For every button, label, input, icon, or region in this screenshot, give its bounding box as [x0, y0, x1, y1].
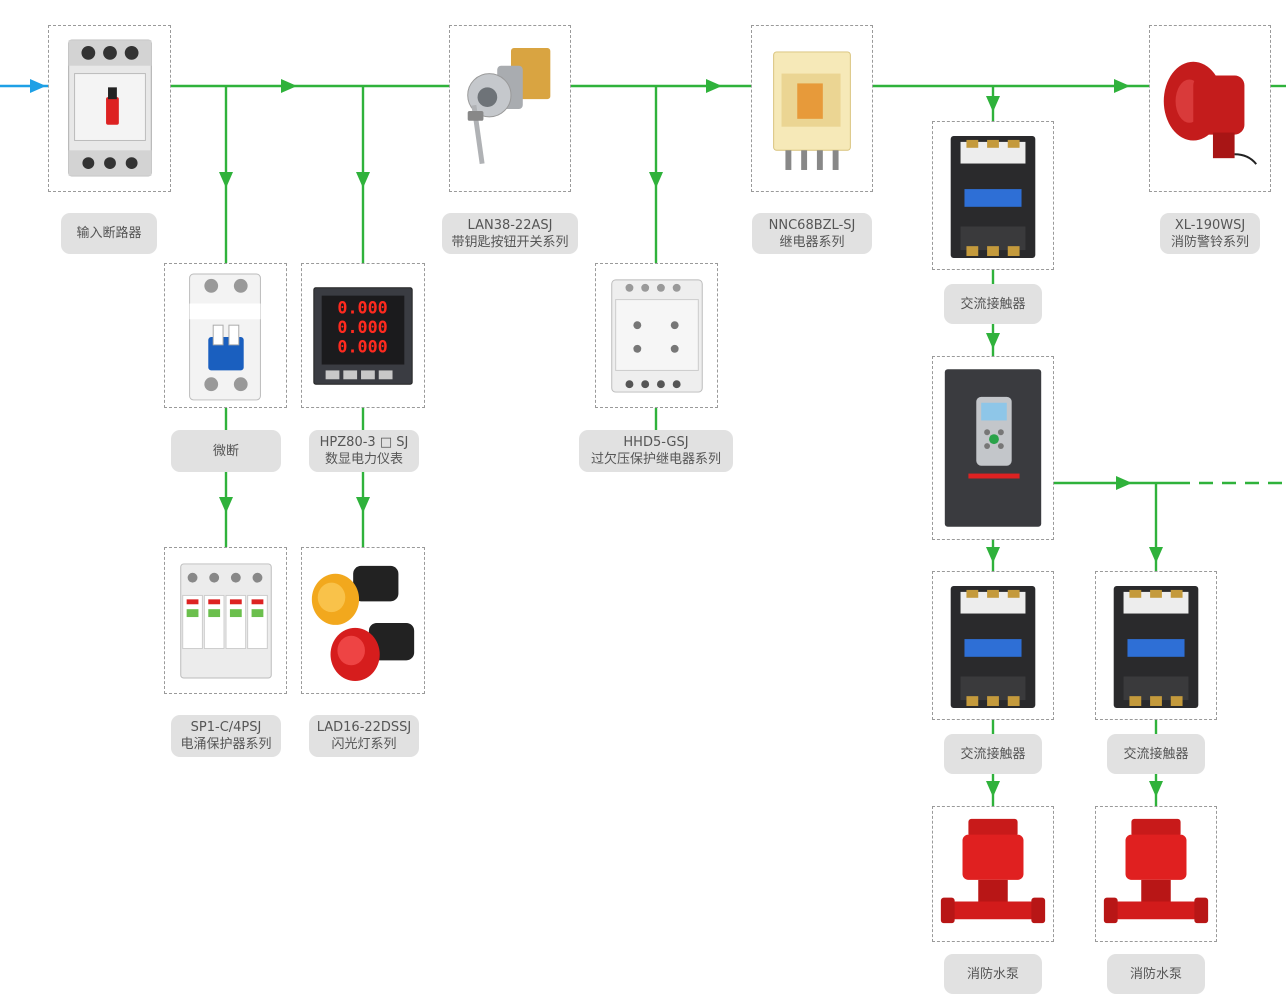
fire-water-pump-icon [1103, 818, 1209, 924]
frequency-converter-node[interactable] [932, 356, 1054, 540]
mcb-label: 微断 [171, 430, 281, 472]
miniature-breaker-icon [189, 273, 261, 401]
svg-text:0.000: 0.000 [337, 337, 387, 357]
ac-contactor-icon [950, 585, 1036, 708]
key-switch-node[interactable] [449, 25, 571, 192]
voltage-protection-relay-label: HHD5-GSJ 过欠压保护继电器系列 [579, 430, 733, 472]
ac-contactor-node-1[interactable] [932, 121, 1054, 270]
ac-contactor-icon [950, 135, 1036, 258]
fire-alarm-bell-icon [1163, 61, 1257, 165]
relay-node[interactable] [751, 25, 873, 192]
fire-water-pump-icon [940, 818, 1046, 924]
ac-contactor-label-3: 交流接触器 [1107, 734, 1205, 774]
fire-pump-label-1: 消防水泵 [944, 954, 1042, 994]
surge-protector-label: SP1-C/4PSJ 电涌保护器系列 [171, 715, 281, 757]
ac-contactor-icon [1113, 585, 1199, 708]
svg-text:0.000: 0.000 [337, 317, 387, 337]
voltage-protection-relay-icon [611, 279, 703, 393]
input-breaker-label: 输入断路器 [61, 213, 157, 254]
fire-pump-label-2: 消防水泵 [1107, 954, 1205, 994]
relay-label: NNC68BZL-SJ 继电器系列 [752, 213, 872, 254]
power-meter-label: HPZ80-3 □ SJ 数显电力仪表 [309, 430, 419, 472]
key-switch-label: LAN38-22ASJ 带钥匙按钮开关系列 [442, 213, 578, 254]
ac-contactor-node-2[interactable] [932, 571, 1054, 720]
fire-pump-node-1[interactable] [932, 806, 1054, 942]
fire-pump-node-2[interactable] [1095, 806, 1217, 942]
flash-lamp-icon [311, 565, 415, 682]
surge-protector-node[interactable] [164, 547, 287, 694]
input-breaker-node[interactable] [48, 25, 171, 192]
alarm-bell-node[interactable] [1149, 25, 1271, 192]
voltage-protection-relay-node[interactable] [595, 263, 718, 408]
ac-contactor-label-2: 交流接触器 [944, 734, 1042, 774]
alarm-bell-label: XL-190WSJ 消防警铃系列 [1160, 213, 1260, 254]
key-switch-icon [467, 48, 551, 165]
ac-contactor-node-3[interactable] [1095, 571, 1217, 720]
surge-protector-icon [180, 563, 272, 679]
flash-lamp-label: LAD16-22DSSJ 闪光灯系列 [309, 715, 419, 757]
molded-case-breaker-icon [68, 39, 152, 177]
svg-text:0.000: 0.000 [337, 297, 387, 317]
ac-contactor-label-1: 交流接触器 [944, 284, 1042, 324]
frequency-converter-icon [944, 369, 1042, 527]
relay-icon [773, 51, 851, 170]
mcb-node[interactable] [164, 263, 287, 408]
flash-lamp-node[interactable] [301, 547, 425, 694]
